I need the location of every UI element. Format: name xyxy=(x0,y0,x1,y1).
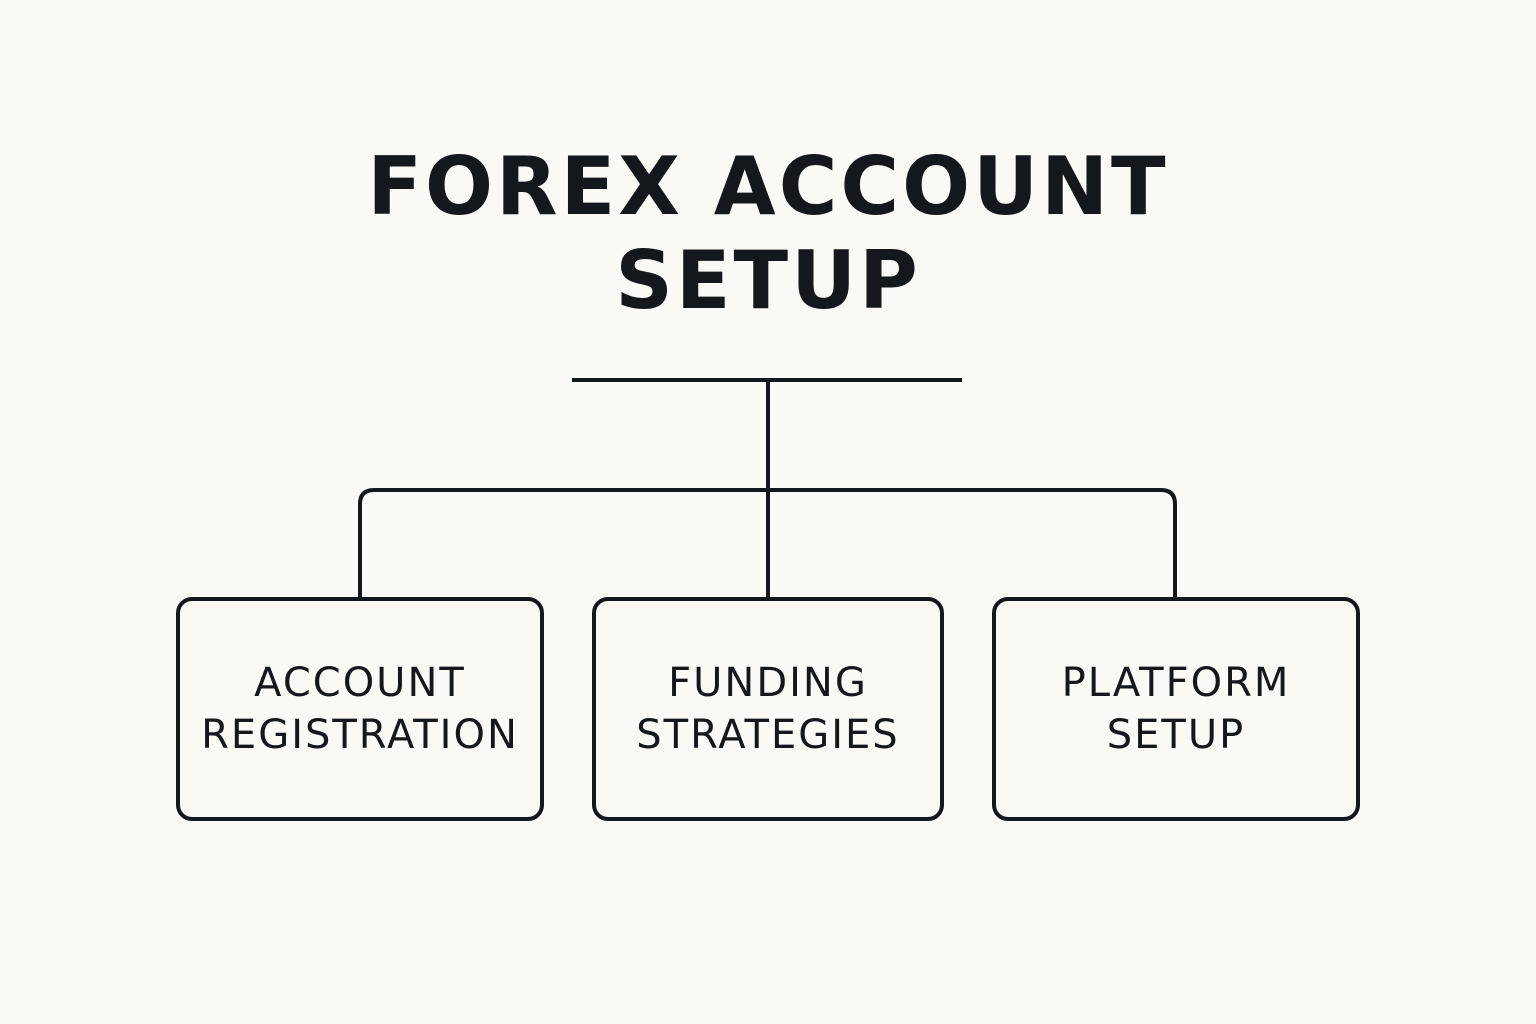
diagram-title: FOREX ACCOUNT SETUP xyxy=(0,140,1536,328)
node-label-line-1: FUNDING xyxy=(668,660,868,706)
node-label-line-1: PLATFORM xyxy=(1061,660,1291,706)
branch-line xyxy=(358,488,1177,597)
node-label-line-2: REGISTRATION xyxy=(201,712,519,758)
node-account-registration: ACCOUNT REGISTRATION xyxy=(176,597,544,821)
node-platform-setup: PLATFORM SETUP xyxy=(992,597,1360,821)
node-funding-strategies: FUNDING STRATEGIES xyxy=(592,597,944,821)
node-label-line-2: STRATEGIES xyxy=(636,712,900,758)
node-label-line-1: ACCOUNT xyxy=(254,660,466,706)
node-label-line-2: SETUP xyxy=(1106,712,1246,758)
title-line-2: SETUP xyxy=(615,234,921,327)
title-line-1: FOREX ACCOUNT xyxy=(367,140,1169,233)
